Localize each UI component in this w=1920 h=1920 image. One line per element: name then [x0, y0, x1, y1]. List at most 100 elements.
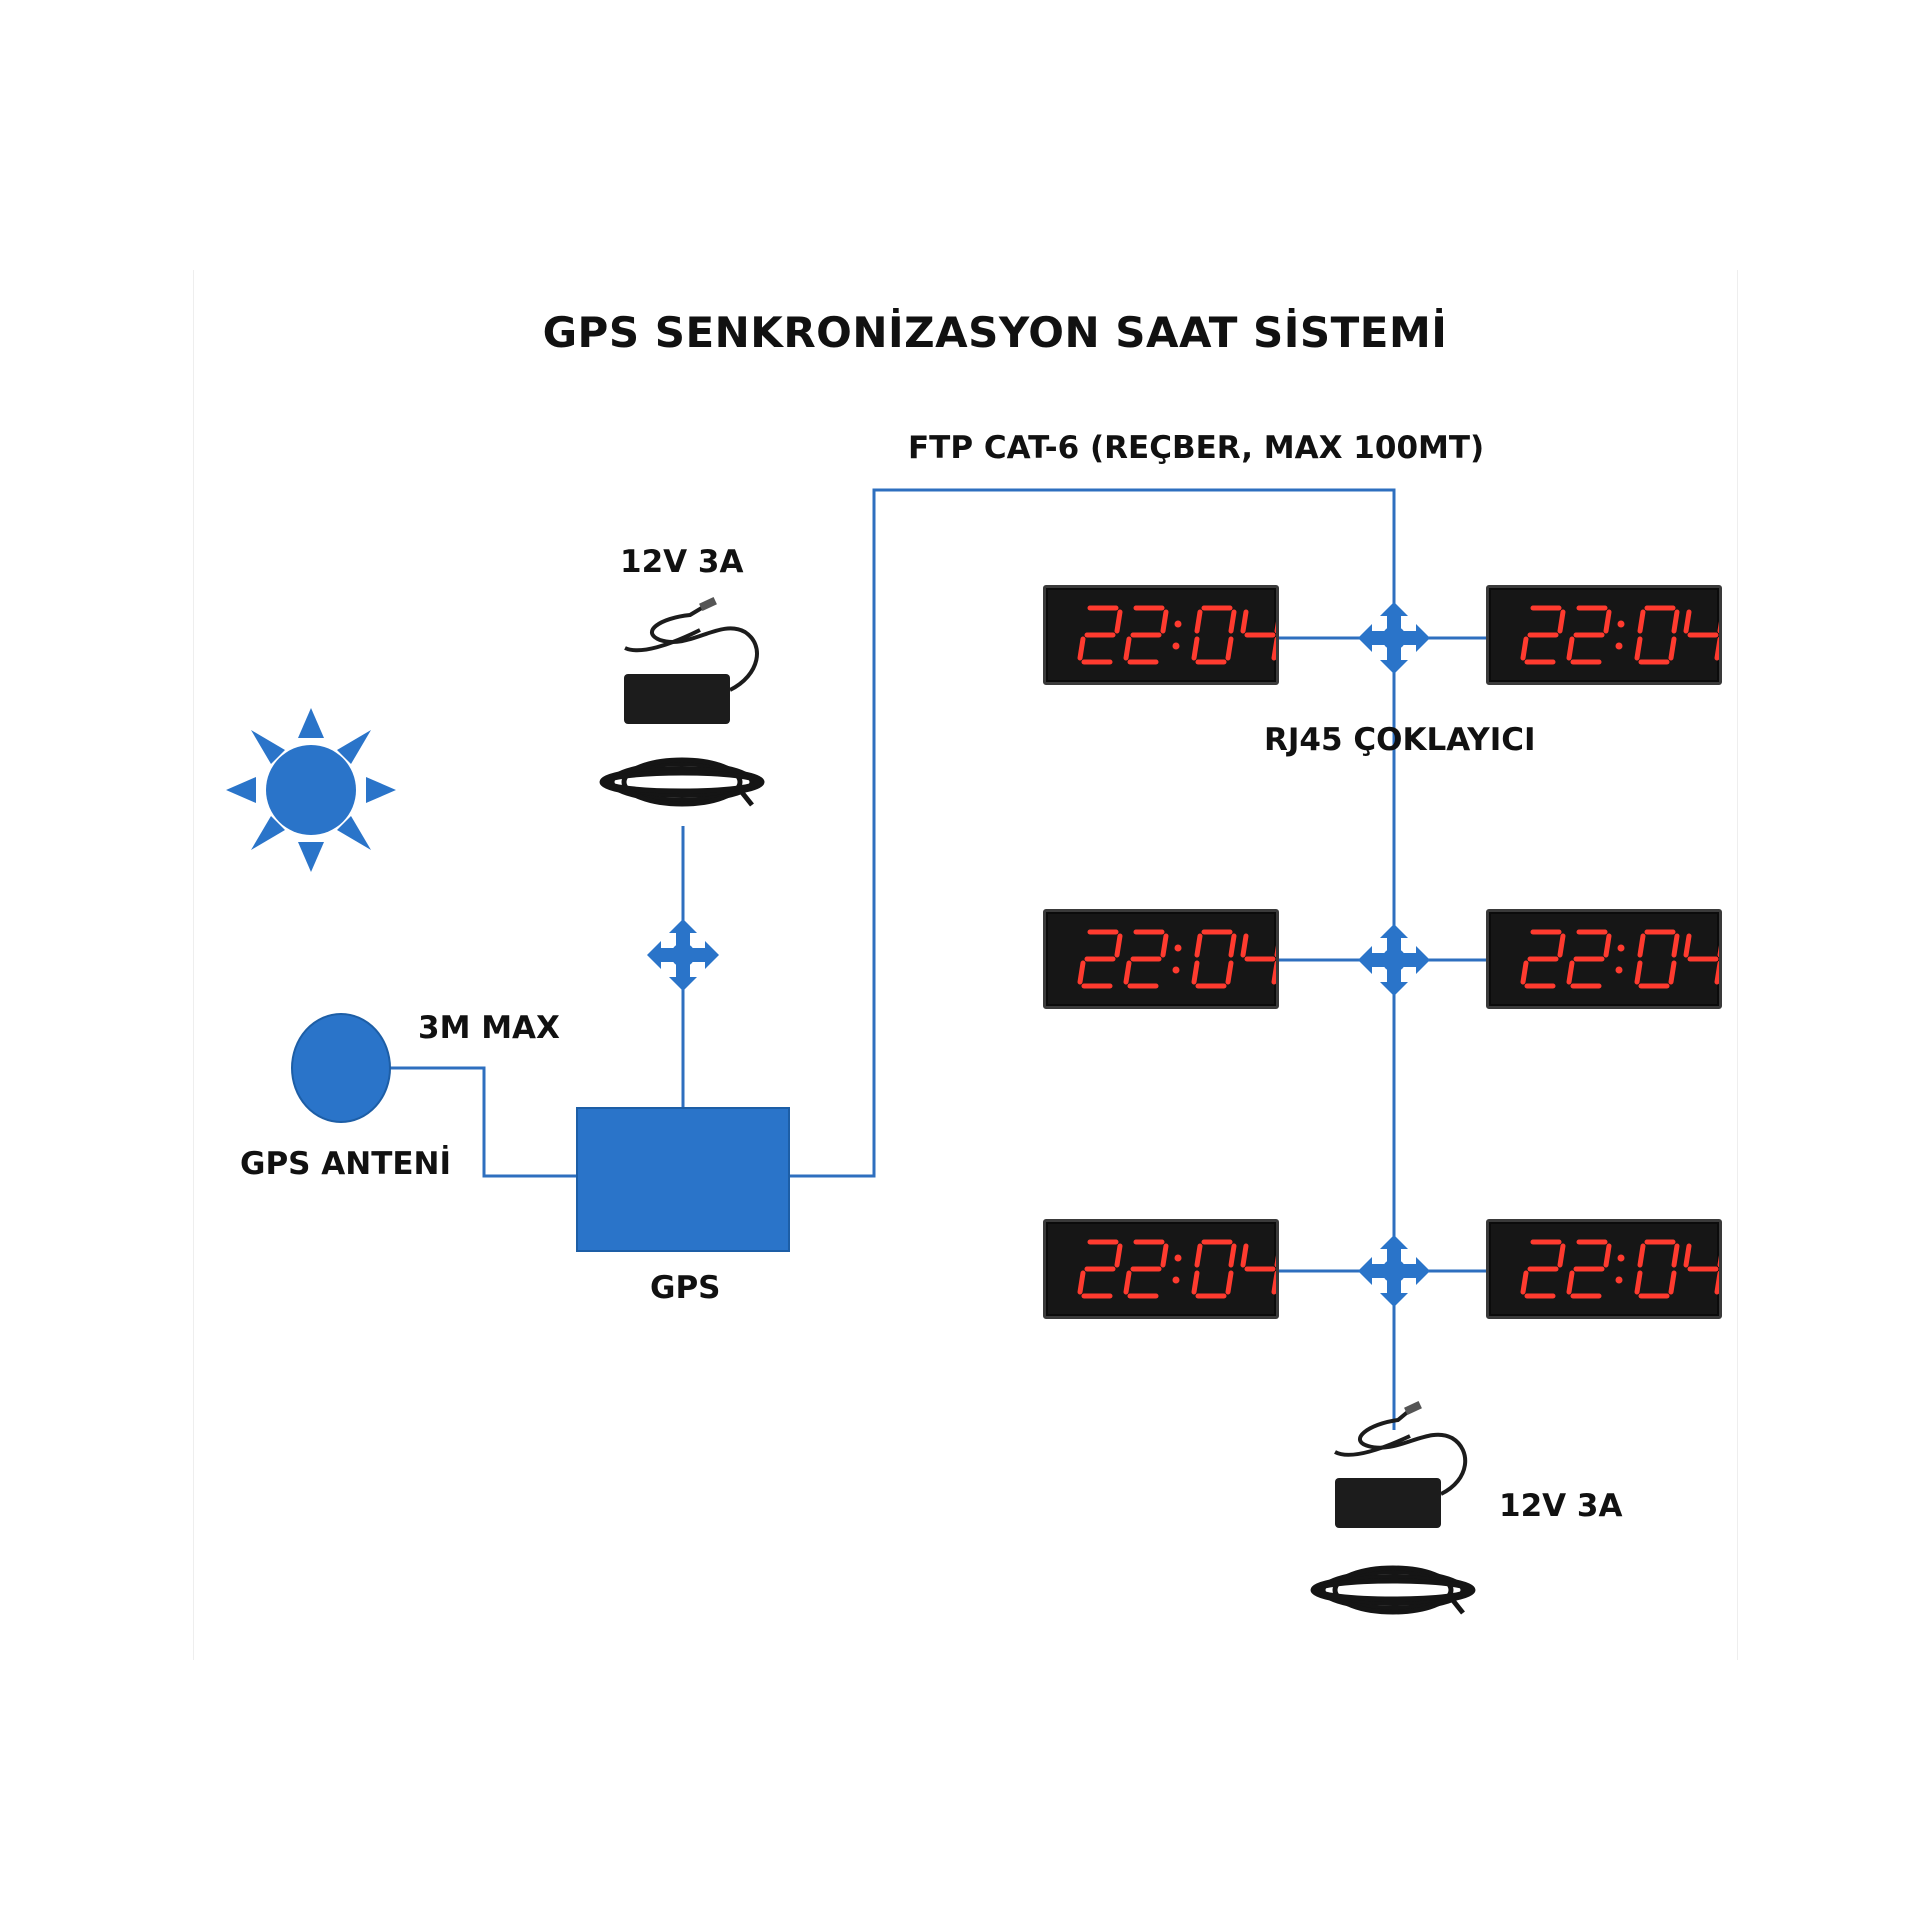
clock-segment-b	[1671, 1243, 1680, 1268]
clock-colon-dot	[1615, 966, 1623, 974]
clock-segment-e	[1520, 636, 1529, 661]
frame-edge-left	[193, 270, 194, 1660]
clock-segment-e	[1566, 960, 1575, 985]
clock-segment-f	[1194, 933, 1203, 958]
clock-segment-f	[1240, 933, 1249, 958]
led-clock-row3-left	[1043, 1219, 1279, 1319]
power-adapter-icon-top	[624, 596, 759, 724]
splitter-label: RJ45 ÇOKLAYICI	[1264, 722, 1536, 758]
clock-segment-c	[1271, 636, 1276, 661]
led-clock-row2-right	[1486, 909, 1722, 1009]
clock-segment-e	[1077, 636, 1086, 661]
clock-segment-e	[1520, 960, 1529, 985]
clock-colon-dot	[1615, 642, 1623, 650]
clock-colon-dot	[1617, 1254, 1625, 1262]
clock-colon-dot	[1615, 1276, 1623, 1284]
clock-segment-b	[1603, 609, 1612, 634]
clock-segment-e	[1077, 960, 1086, 985]
power-cable-icon-top	[599, 757, 765, 807]
clock-segment-b	[1160, 609, 1169, 634]
clock-segment-f	[1637, 1243, 1646, 1268]
clock-segment-b	[1228, 933, 1237, 958]
clock-segment-f	[1683, 933, 1692, 958]
clock-segment-c	[1714, 960, 1719, 985]
gps-receiver-icon	[576, 1107, 790, 1252]
clock-segment-c	[1668, 960, 1677, 985]
clock-segment-f	[1683, 609, 1692, 634]
clock-segment-b	[1160, 1243, 1169, 1268]
clock-segment-e	[1123, 960, 1132, 985]
led-clock-row3-right	[1486, 1219, 1722, 1319]
clock-segment-c	[1668, 1270, 1677, 1295]
clock-segment-e	[1634, 1270, 1643, 1295]
clock-segment-e	[1566, 636, 1575, 661]
clock-segment-e	[1634, 960, 1643, 985]
power-splitter-icon	[647, 919, 719, 991]
clock-segment-b	[1671, 609, 1680, 634]
clock-segment-c	[1714, 1270, 1719, 1295]
clock-segment-e	[1191, 1270, 1200, 1295]
antenna-cable	[390, 1066, 577, 1178]
clock-segment-f	[1240, 609, 1249, 634]
led-clock-row1-left	[1043, 585, 1279, 685]
rj45-splitter-icon-row2	[1358, 924, 1430, 996]
clock-segment-b	[1228, 609, 1237, 634]
clock-segment-b	[1603, 933, 1612, 958]
led-clock-row1-right	[1486, 585, 1722, 685]
clock-segment-f	[1194, 609, 1203, 634]
clock-colon-dot	[1172, 1276, 1180, 1284]
clock-segment-b	[1160, 933, 1169, 958]
power-label-bottom: 12V 3A	[1499, 1488, 1623, 1524]
gps-antenna-icon	[291, 1013, 391, 1123]
clock-segment-e	[1566, 1270, 1575, 1295]
clock-segment-b	[1603, 1243, 1612, 1268]
clock-segment-c	[1714, 636, 1719, 661]
clock-segment-b	[1557, 933, 1566, 958]
clock-segment-e	[1123, 636, 1132, 661]
power-adapter-icon-bottom	[1334, 1400, 1468, 1528]
clock-segment-f	[1194, 1243, 1203, 1268]
clock-colon-dot	[1617, 944, 1625, 952]
clock-segment-c	[1271, 960, 1276, 985]
clock-segment-b	[1557, 609, 1566, 634]
clock-colon-dot	[1172, 642, 1180, 650]
clock-segment-c	[1668, 636, 1677, 661]
rj45-splitter-icon-row1	[1358, 602, 1430, 674]
clock-segment-c	[1225, 960, 1234, 985]
sun-icon	[226, 708, 396, 872]
ftp-main-line	[789, 488, 1396, 1430]
clock-segment-f	[1240, 1243, 1249, 1268]
antenna-cable-label: 3M MAX	[418, 1010, 560, 1046]
clock-colon-dot	[1172, 966, 1180, 974]
clock-segment-f	[1683, 1243, 1692, 1268]
gps-label: GPS	[650, 1270, 721, 1306]
clock-segment-e	[1191, 636, 1200, 661]
clock-segment-e	[1520, 1270, 1529, 1295]
clock-colon-dot	[1174, 944, 1182, 952]
clock-segment-c	[1225, 636, 1234, 661]
clock-segment-b	[1228, 1243, 1237, 1268]
clock-segment-f	[1637, 933, 1646, 958]
frame-edge-right	[1737, 270, 1738, 1660]
led-clock-row2-left	[1043, 909, 1279, 1009]
clock-segment-e	[1077, 1270, 1086, 1295]
clock-segment-c	[1271, 1270, 1276, 1295]
clock-colon-dot	[1617, 620, 1625, 628]
diagram-title: GPS SENKRONİZASYON SAAT SİSTEMİ	[542, 308, 1448, 357]
clock-segment-e	[1123, 1270, 1132, 1295]
clock-segment-b	[1114, 1243, 1123, 1268]
clock-segment-e	[1634, 636, 1643, 661]
power-label-top: 12V 3A	[620, 544, 744, 580]
power-cable-icon-bottom	[1310, 1565, 1476, 1615]
clock-colon-dot	[1174, 620, 1182, 628]
antenna-label: GPS ANTENİ	[240, 1146, 452, 1182]
clock-segment-b	[1557, 1243, 1566, 1268]
clock-segment-b	[1671, 933, 1680, 958]
clock-segment-b	[1114, 609, 1123, 634]
clock-segment-e	[1191, 960, 1200, 985]
cable-label: FTP CAT-6 (REÇBER, MAX 100MT)	[908, 430, 1485, 466]
clock-segment-f	[1637, 609, 1646, 634]
rj45-splitter-icon-row3	[1358, 1235, 1430, 1307]
